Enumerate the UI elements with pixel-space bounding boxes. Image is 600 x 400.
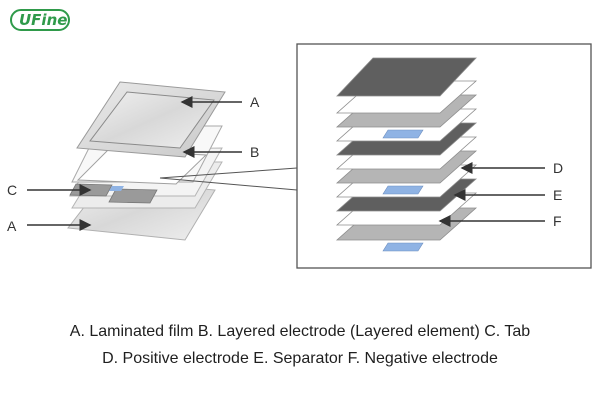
tab-blue (109, 186, 124, 191)
label-c: C (7, 182, 17, 198)
zoom-line-bottom (159, 177, 298, 191)
label-e: E (553, 187, 562, 203)
current-collector-tab (382, 242, 424, 252)
layer-stack (335, 57, 478, 252)
figure-caption: A. Laminated film B. Layered electrode (… (0, 318, 600, 372)
current-collector-tab (382, 185, 424, 195)
zoom-line-top (159, 167, 298, 179)
label-f: F (553, 213, 562, 229)
label-a-top: A (250, 94, 260, 110)
caption-line-2: D. Positive electrode E. Separator F. Ne… (102, 350, 498, 367)
tab-right (108, 188, 158, 204)
brand-logo: UFine (10, 9, 70, 31)
positive-electrode-top-layer (336, 57, 477, 97)
label-d: D (553, 160, 563, 176)
logo-text: UFine (19, 11, 68, 29)
label-b: B (250, 144, 259, 160)
caption-line-1: A. Laminated film B. Layered electrode (… (69, 323, 531, 340)
current-collector-tab (382, 129, 424, 139)
label-a-bottom: A (7, 218, 17, 234)
battery-structure-diagram: A B C A D E F (7, 43, 592, 269)
